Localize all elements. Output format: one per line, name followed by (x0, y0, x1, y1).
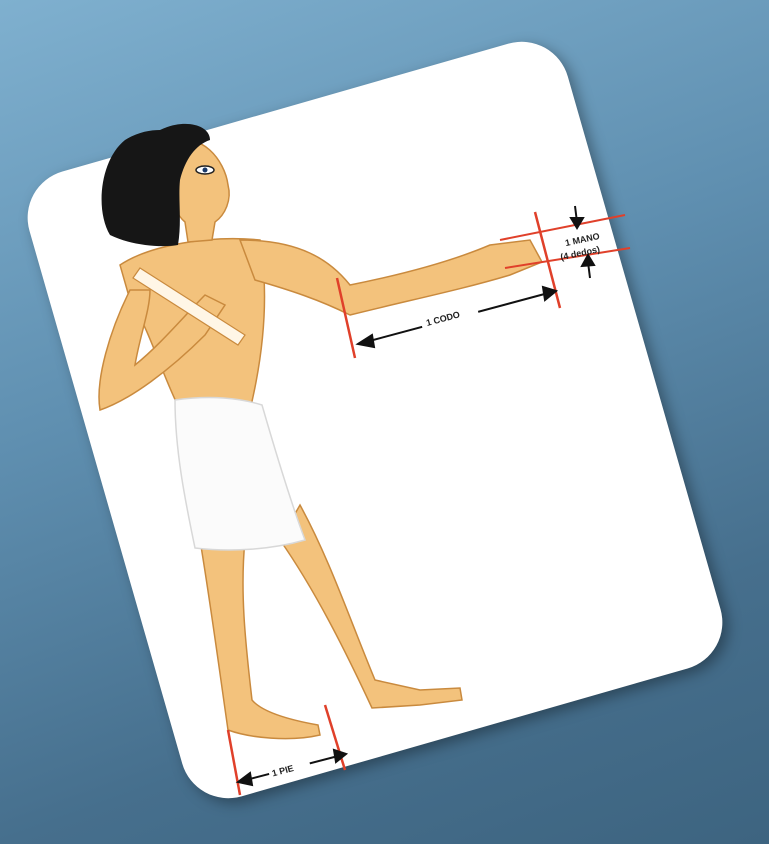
mano-top-line (500, 215, 625, 240)
pupil (203, 168, 208, 173)
loincloth (175, 398, 305, 550)
pie-start-line (228, 730, 240, 795)
back-leg (280, 505, 462, 708)
mano-arrow-up (582, 255, 594, 278)
outstretched-arm (240, 240, 542, 315)
